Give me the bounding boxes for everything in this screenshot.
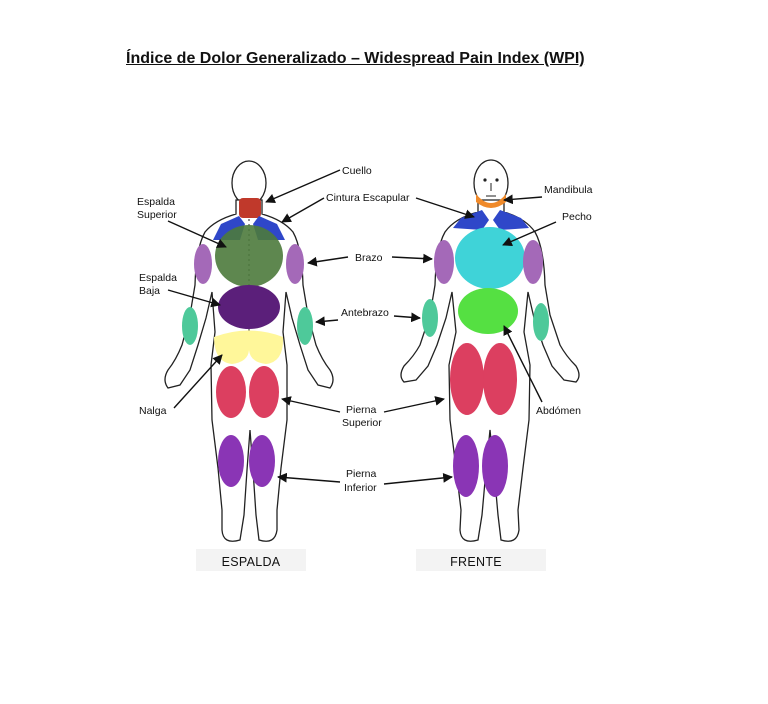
label-cintura-escapular: Cintura Escapular [326, 192, 410, 204]
label-pierna-superior-line2: Superior [342, 417, 382, 429]
front-left-upper-leg-region [450, 343, 484, 415]
arrow-brazo-back [307, 256, 349, 267]
back-neck-region [239, 198, 261, 218]
label-brazo: Brazo [355, 252, 383, 264]
front-right-upper-leg-region [483, 343, 517, 415]
back-right-upper-leg-region [249, 366, 279, 418]
front-right-lower-leg-region [482, 435, 508, 497]
leader-arrows [167, 169, 557, 485]
label-pierna-inferior-line2: Inferior [344, 482, 377, 494]
arrow-pierna-inferior-front [383, 473, 453, 485]
arrow-abdomen [503, 325, 543, 403]
back-figure-caption: ESPALDA [222, 555, 281, 569]
back-left-upper-arm-region [194, 244, 212, 284]
arrow-pierna-superior-front [383, 396, 445, 413]
arrow-cintura-front [415, 197, 475, 219]
arrow-espalda-superior [167, 220, 227, 248]
arrow-brazo-front [391, 253, 433, 264]
back-buttocks-region [214, 330, 284, 364]
label-espalda-superior-line1: Espalda [137, 196, 175, 208]
back-upper-back-region [215, 225, 283, 287]
back-right-lower-leg-region [249, 435, 275, 487]
label-pecho: Pecho [562, 211, 592, 223]
arrow-cuello [265, 169, 341, 203]
front-abdomen-region [458, 288, 518, 334]
label-antebrazo: Antebrazo [341, 307, 389, 319]
front-right-forearm-region [533, 303, 549, 341]
back-figure: ESPALDA [164, 160, 334, 571]
back-right-upper-arm-region [286, 244, 304, 284]
arrow-antebrazo-front [393, 312, 421, 323]
front-left-lower-leg-region [453, 435, 479, 497]
back-left-upper-leg-region [216, 366, 246, 418]
label-nalga: Nalga [139, 405, 167, 417]
arrow-nalga [173, 354, 223, 409]
label-mandibula: Mandibula [544, 184, 593, 196]
front-left-forearm-region [422, 299, 438, 337]
label-pierna-superior-line1: Pierna [346, 404, 377, 416]
label-espalda-baja-line2: Baja [139, 285, 160, 297]
arrow-pierna-superior-back [281, 396, 341, 413]
arrow-pecho [502, 221, 557, 246]
front-right-upper-arm-region [523, 240, 543, 284]
back-body-outline [164, 160, 334, 542]
label-pierna-inferior-line1: Pierna [346, 468, 377, 480]
arrow-cintura-back [281, 197, 325, 223]
label-espalda-baja-line1: Espalda [139, 272, 177, 284]
page-title: Índice de Dolor Generalizado – Widesprea… [126, 50, 585, 67]
front-right-shoulder-region [493, 210, 529, 230]
back-lower-back-region [218, 285, 280, 329]
label-espalda-superior-line2: Superior [137, 209, 177, 221]
arrow-espalda-baja [167, 289, 221, 308]
front-figure-caption: FRENTE [450, 555, 502, 569]
front-chest-region [455, 227, 525, 289]
front-left-shoulder-region [453, 210, 489, 230]
arrow-pierna-inferior-back [277, 472, 341, 483]
back-left-lower-leg-region [218, 435, 244, 487]
arrow-mandibula [503, 194, 543, 205]
label-cuello: Cuello [342, 165, 372, 177]
back-right-forearm-region [297, 307, 313, 345]
front-jaw-region [476, 194, 506, 208]
label-abdomen: Abdómen [536, 405, 581, 417]
front-figure: FRENTE [400, 159, 580, 571]
arrow-antebrazo-back [315, 316, 339, 327]
front-left-upper-arm-region [434, 240, 454, 284]
back-left-forearm-region [182, 307, 198, 345]
